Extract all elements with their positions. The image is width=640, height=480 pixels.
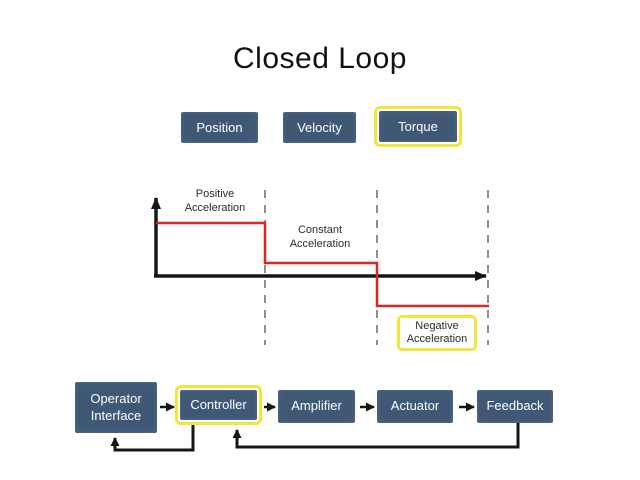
negative-acceleration-box: Negative Acceleration xyxy=(397,315,477,352)
mode-button-torque[interactable]: Torque xyxy=(379,111,457,142)
mode-button-velocity[interactable]: Velocity xyxy=(283,112,356,143)
mode-button-position[interactable]: Position xyxy=(181,112,258,143)
label-positive-acceleration: Positive Acceleration xyxy=(184,188,246,214)
slide-title: Closed Loop xyxy=(233,42,407,75)
controller-highlight-ring: Controller xyxy=(175,385,262,425)
block-controller: Controller xyxy=(180,390,257,420)
block-actuator: Actuator xyxy=(377,390,453,423)
block-amplifier: Amplifier xyxy=(278,390,355,423)
block-feedback: Feedback xyxy=(477,390,553,423)
feedback-loop-feedback-to-controller xyxy=(232,423,520,449)
block-operator-interface: Operator Interface xyxy=(75,382,157,433)
label-constant-acceleration: Constant Acceleration xyxy=(289,224,351,250)
torque-highlight-ring: Torque xyxy=(374,106,462,147)
